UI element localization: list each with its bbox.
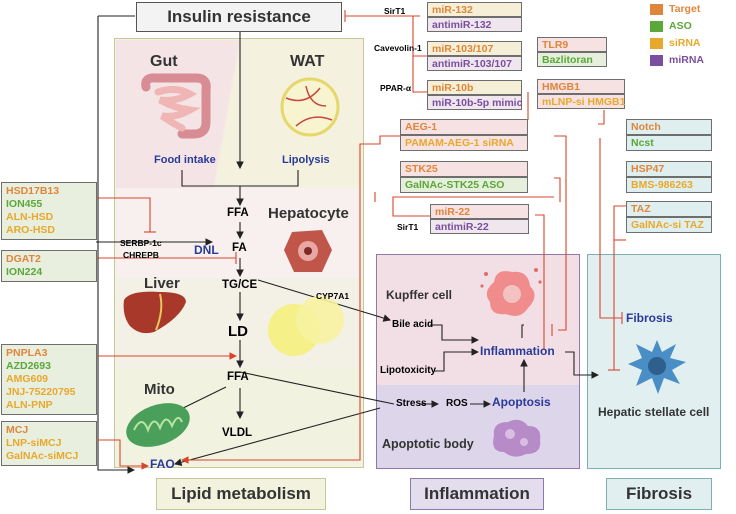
apoptosis-node-label: Apoptosis — [492, 395, 551, 409]
lipolysis-label: Lipolysis — [282, 154, 330, 166]
bile-acid-label: Bile acid — [392, 319, 434, 330]
legend-aso: ASO — [650, 20, 692, 32]
aeg1-box: AEG-1 — [400, 119, 528, 135]
liver-label: Liver — [144, 275, 180, 292]
galnac-stk25-box: GalNAc-STK25 ASO — [400, 177, 528, 193]
mito-label: Mito — [144, 381, 175, 398]
tlr9-box: TLR9 — [537, 37, 607, 52]
hepatocyte-label: Hepatocyte — [268, 205, 349, 222]
tgce-label: TG/CE — [222, 279, 258, 291]
fibrosis-region — [587, 254, 721, 469]
caveolin-label: Cavevolin-1 — [374, 43, 422, 53]
food-intake-label: Food intake — [154, 154, 216, 166]
ld-label: LD — [228, 323, 248, 340]
ffa-label-1: FFA — [227, 207, 249, 219]
srebp-label: SERBP-1c — [120, 238, 162, 248]
mir10b-box: miR-10b — [427, 80, 522, 95]
mir22-box: miR-22 — [430, 204, 529, 219]
liver-illustration — [123, 291, 186, 334]
inflammation-title: Inflammation — [410, 478, 544, 510]
mir10b-mimic-box: miR-10b-5p mimic — [427, 95, 522, 110]
apoptotic-body-label: Apoptotic body — [382, 437, 474, 451]
fibrosis-title: Fibrosis — [606, 478, 712, 510]
apoptosis-region — [377, 385, 579, 468]
ros-label: ROS — [446, 398, 468, 409]
stellate-label: Hepatic stellate cell — [598, 405, 710, 419]
legend-sirna: siRNA — [650, 37, 701, 49]
wat-label: WAT — [290, 53, 325, 70]
notch-box: Notch — [626, 119, 712, 135]
apoptotic-body-illustration — [493, 419, 541, 457]
kupffer-label: Kupffer cell — [386, 288, 453, 302]
taz-box: TAZ — [626, 201, 712, 217]
legend-mirna: miRNA — [650, 54, 704, 66]
gut-illustration — [141, 73, 211, 139]
lipotoxicity-label: Lipotoxicity — [380, 365, 437, 376]
mir132-box: miR-132 — [427, 2, 522, 17]
mitochondria-illustration — [126, 403, 190, 447]
pnpla3-stack: PNPLA3 AZD2693 AMG609 JNJ-75220795 ALN-P… — [1, 344, 97, 415]
bazlitoran-box: Bazlitoran — [537, 52, 607, 67]
inflammation-node-label: Inflammation — [480, 344, 555, 358]
sirt1-top-label: SirT1 — [384, 6, 406, 16]
antimir22-box: antimiR-22 — [430, 219, 529, 234]
pamam-aeg1-box: PAMAM-AEG-1 siRNA — [400, 135, 528, 151]
stress-label: Stress — [396, 398, 427, 409]
hmgb1-box: HMGB1 — [537, 79, 625, 94]
insulin-resistance-header: Insulin resistance — [136, 2, 342, 32]
galnac-taz-box: GalNAc-si TAZ — [626, 217, 712, 233]
stellate-cell-illustration — [628, 340, 686, 394]
dgat2-stack: DGAT2 ION224 — [1, 250, 97, 282]
chrepb-label: CHREPB — [123, 250, 159, 260]
vldl-label: VLDL — [222, 427, 253, 439]
antimir132-box: antimiR-132 — [427, 17, 522, 32]
ppar-label: PPAR-α — [380, 83, 412, 93]
sirt1-mid-label: SirT1 — [397, 222, 419, 232]
wat-illustration — [280, 77, 340, 137]
dnl-label: DNL — [194, 243, 219, 257]
lipid-metabolism-title: Lipid metabolism — [156, 478, 326, 510]
fao-label: FAO — [150, 457, 175, 471]
ncst-box: Ncst — [626, 135, 712, 151]
lipid-droplet-illustration — [268, 296, 344, 356]
stk25-box: STK25 — [400, 161, 528, 177]
fa-label: FA — [232, 242, 247, 254]
mcj-stack: MCJ LNP-siMCJ GalNAc-siMCJ — [1, 421, 97, 466]
cyp7a1-label: CYP7A1 — [316, 291, 350, 301]
gut-label: Gut — [150, 53, 178, 70]
hsd17b13-stack: HSD17B13 ION455 ALN-HSD ARO-HSD — [1, 182, 97, 240]
hsp47-box: HSP47 — [626, 161, 712, 177]
ffa-label-2: FFA — [227, 371, 249, 383]
mir103-box: miR-103/107 — [427, 41, 522, 56]
hepatocyte-illustration — [284, 230, 332, 272]
legend-target: Target — [650, 3, 700, 15]
mlnp-hmgb1-box: mLNP-si HMGB1 — [537, 94, 625, 109]
fibrosis-node-label: Fibrosis — [626, 311, 673, 325]
kupffer-cell-illustration — [480, 268, 542, 316]
antimir103-box: antimiR-103/107 — [427, 56, 522, 71]
bms-box: BMS-986263 — [626, 177, 712, 193]
